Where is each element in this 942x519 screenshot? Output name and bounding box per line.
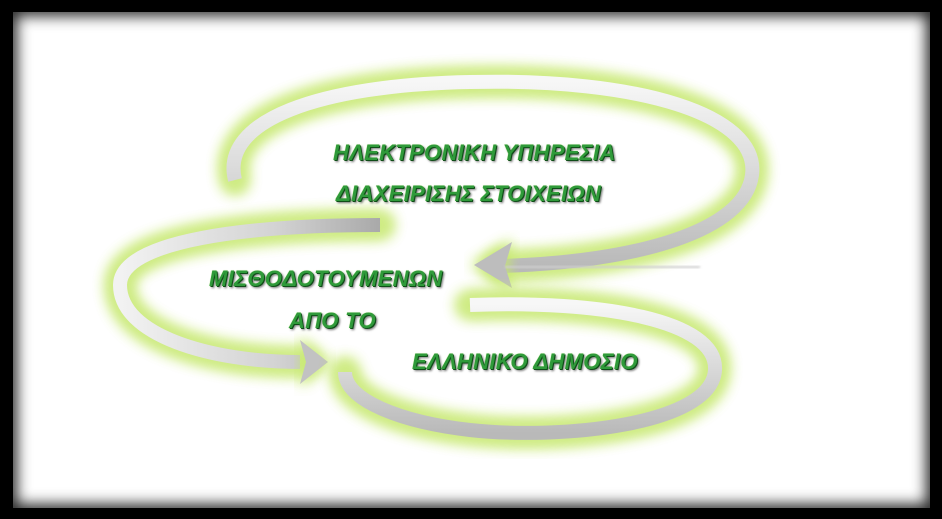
diagram-line-3: ΜΙΣΘΟΔΟΤΟΥΜΕΝΩΝ [209, 266, 443, 291]
diagram-line-2: ΔΙΑΧΕΙΡΙΣΗΣ ΣΤΟΙΧΕΙΩΝ [336, 181, 602, 206]
diagram-line-5: ΕΛΛΗΝΙΚΟ ΔΗΜΟΣΙΟ [412, 349, 638, 374]
curved-arrow-icon [106, 212, 393, 386]
curved-arrow-icon [220, 68, 766, 290]
diagram-line-1: ΗΛΕΚΤΡΟΝΙΚΗ ΥΠΗΡΕΣΙΑ [333, 140, 616, 165]
curved-arrow-icon [332, 291, 728, 446]
diagram-line-4: ΑΠΟ ΤΟ [289, 308, 376, 333]
